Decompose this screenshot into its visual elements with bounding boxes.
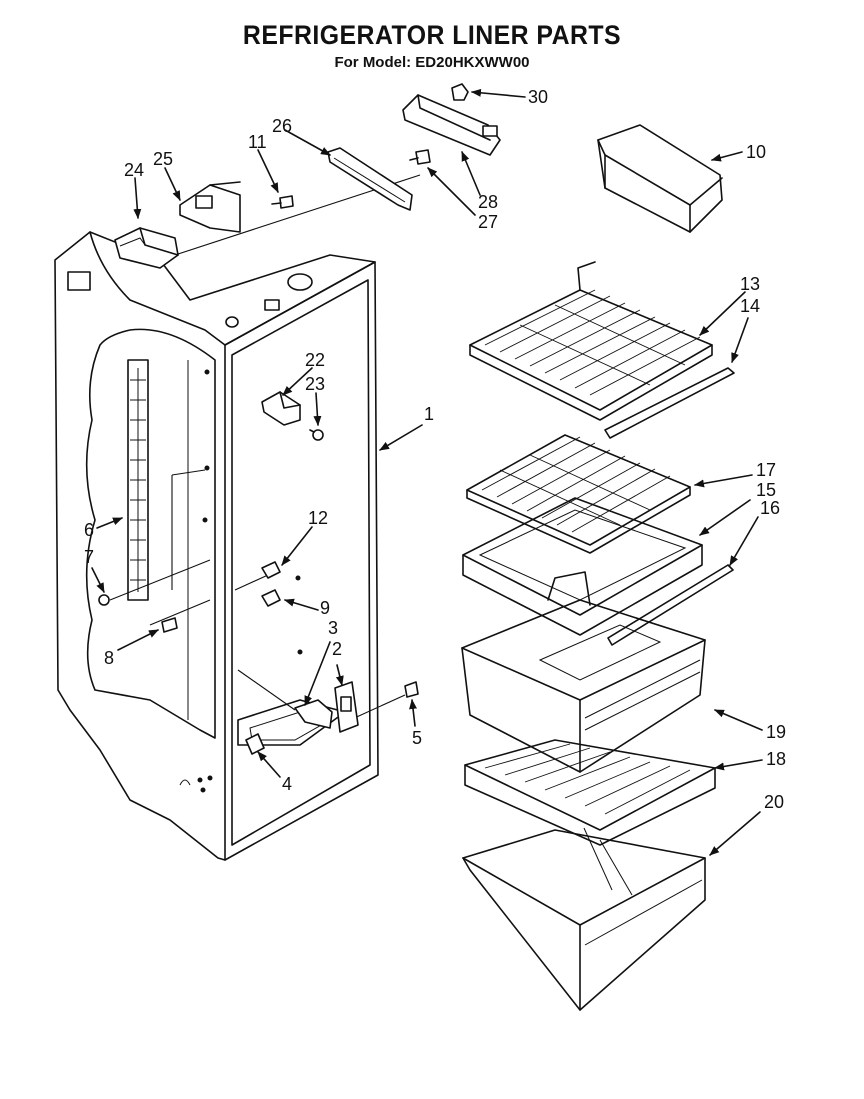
callout-11: 11 <box>248 132 267 152</box>
callout-22: 22 <box>305 350 325 370</box>
callout-10: 10 <box>746 142 766 162</box>
part-2-bracket <box>334 681 359 733</box>
part-10-bin <box>597 124 723 233</box>
callout-3: 3 <box>328 618 338 638</box>
part-8-screw <box>161 617 178 633</box>
refrigerator-liner <box>54 231 379 861</box>
callout-6: 6 <box>84 520 94 540</box>
part-13-wire-shelf <box>469 261 713 421</box>
callout-14: 14 <box>740 296 760 316</box>
assembly-leader-lines <box>109 174 421 721</box>
part-26-rail <box>327 147 413 211</box>
callout-9: 9 <box>320 598 330 618</box>
model-subtitle: For Model: ED20HKXWW00 <box>334 54 530 71</box>
part-22-bracket <box>261 391 301 426</box>
part-20-meat-pan <box>462 827 706 1011</box>
part-15-crisper-frame <box>462 497 703 636</box>
callout-4: 4 <box>282 774 292 794</box>
part-30-clip <box>451 83 469 101</box>
callout-labels: 30 10 11 26 28 27 25 24 13 14 22 23 1 12… <box>84 87 786 812</box>
callout-1: 1 <box>424 404 434 424</box>
part-3-bracket <box>294 699 333 729</box>
part-5-screw <box>404 681 419 698</box>
callout-20: 20 <box>764 792 784 812</box>
callout-26: 26 <box>272 116 292 136</box>
callout-28: 28 <box>478 192 498 212</box>
callout-7: 7 <box>84 547 94 567</box>
part-12-fastener <box>261 561 281 579</box>
callout-24: 24 <box>124 160 144 180</box>
callout-5: 5 <box>412 728 422 748</box>
part-11-screw <box>271 195 294 209</box>
callout-arrows <box>91 88 763 856</box>
part-25-bracket <box>179 181 241 233</box>
part-27-screw <box>409 149 431 165</box>
part-9-fastener <box>261 589 281 607</box>
part-28-bracket <box>402 94 501 156</box>
callout-8: 8 <box>104 648 114 668</box>
part-7-screw <box>98 594 110 606</box>
part-4-switch <box>245 733 265 755</box>
callout-27: 27 <box>478 212 498 232</box>
callout-13: 13 <box>740 274 760 294</box>
callout-30: 30 <box>528 87 548 107</box>
callout-18: 18 <box>766 749 786 769</box>
part-24-control-housing <box>114 227 179 269</box>
callout-19: 19 <box>766 722 786 742</box>
callout-17: 17 <box>756 460 776 480</box>
callout-16: 16 <box>760 498 780 518</box>
part-23-screw <box>309 429 324 441</box>
callout-2: 2 <box>332 639 342 659</box>
diagram-title: REFRIGERATOR LINER PARTS <box>242 20 622 50</box>
callout-23: 23 <box>305 374 325 394</box>
callout-12: 12 <box>308 508 328 528</box>
part-17-glass-shelf <box>466 434 691 554</box>
part-18-pan-cover <box>464 739 716 846</box>
callout-15: 15 <box>756 480 776 500</box>
part-14-shelf-trim <box>604 367 735 439</box>
part-16-crisper-trim <box>607 564 734 646</box>
callout-25: 25 <box>153 149 173 169</box>
part-19-crisper-drawer <box>461 599 706 773</box>
